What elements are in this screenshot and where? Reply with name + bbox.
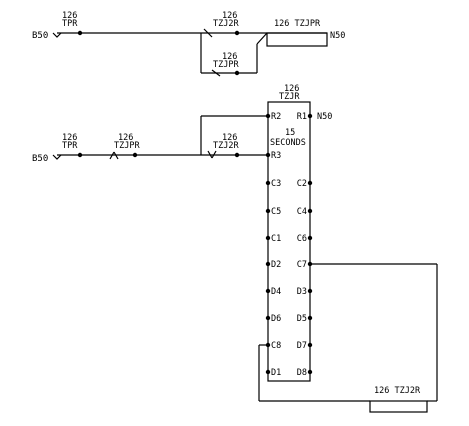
terminal-label-c3: C3 [271,179,281,189]
bus-arrow-icon [52,32,62,38]
branch-wire [256,32,268,45]
rung1-coil-box [266,32,328,47]
rung2-contact-a: 126 TPR [62,133,78,151]
relay-return-label: N50 [317,112,332,122]
contact-slash [109,151,115,160]
relay-name-bottom: TZJR [279,92,300,102]
terminal-dot [265,235,271,241]
terminal-label-r3: R3 [271,151,281,161]
contact-label-bottom: TZJ2R [213,19,239,29]
terminal-label-d6: D6 [271,314,281,324]
coil2-box [369,400,428,413]
terminal-dot [307,180,313,186]
terminal-dot [307,315,313,321]
contact-slash [207,150,213,159]
contact-label-top: 126 [62,133,77,143]
bus-arrow-icon [52,154,62,160]
contact-label-bottom: TZJPR [114,141,140,151]
rung1-contact-c: 126 TZJPR [211,52,239,77]
rung1-bus-label: B50 [32,31,48,41]
terminal-label-d3: D3 [297,287,307,297]
terminal-label-d5: D5 [297,314,307,324]
contact-label-bottom: TPR [62,141,78,151]
terminal-dot [77,30,83,36]
contact-label-bottom: TZJPR [213,60,239,70]
contact-slash [113,151,119,160]
terminal-dot [234,70,240,76]
rung2-contact-c: 126 TZJ2R [207,133,239,159]
terminal-label-c1: C1 [271,234,281,244]
contact-label-top: 126 [222,52,237,62]
terminal-label-r1: R1 [297,112,307,122]
terminal-dot [307,208,313,214]
terminal-dot [234,152,240,158]
terminal-label-d2: D2 [271,260,281,270]
terminal-label-d7: D7 [297,341,307,351]
rung2-bus-label: B50 [32,154,48,164]
rung1-coil-label: 126 TZJPR [274,19,321,29]
terminal-dot [77,152,83,158]
terminal-dot [307,369,313,375]
terminal-label-c7: C7 [297,260,307,270]
contact-label-top: 126 [62,11,77,21]
terminal-dot [307,288,313,294]
terminal-dot [307,342,313,348]
contact-label-top: 126 [118,133,133,143]
rung-2: B50 126 TPR 126 TZJPR 126 TZJ2R [32,115,268,164]
terminal-label-d1: D1 [271,368,281,378]
contact-slash [203,28,213,38]
terminal-dot [265,208,271,214]
terminal-label-c6: C6 [297,234,307,244]
terminal-dot [265,369,271,375]
terminal-dot [265,315,271,321]
terminal-label-d4: D4 [271,287,281,297]
coil2-label: 126 TZJ2R [374,386,421,396]
timer-value: 15 [285,128,295,138]
terminal-dot [265,288,271,294]
relay-name-top: 126 [284,84,299,94]
terminal-dot [265,261,271,267]
rung1-return-label: N50 [330,31,345,41]
terminal-label-c8: C8 [271,341,281,351]
contact-label-top: 126 [222,11,237,21]
terminal-label-c5: C5 [271,207,281,217]
relay-tzjr: 126 TZJR 15 SECONDS N50 R2R3C3C5C1D2D4D6… [258,84,438,413]
timer-unit: SECONDS [270,138,306,148]
contact-label-top: 126 [222,133,237,143]
contact-label-bottom: TPR [62,19,78,29]
contact-label-bottom: TZJ2R [213,141,239,151]
terminal-label-c4: C4 [297,207,307,217]
contact-slash [211,150,217,159]
terminal-dot [265,113,271,119]
rung1-contact-a: 126 TPR [62,11,78,29]
rung-1: B50 126 TPR 126 TZJ2R 126 TZJPR 126 TZJP… [32,11,345,77]
rung2-contact-b: 126 TZJPR [109,133,140,160]
terminal-label-r2: R2 [271,112,281,122]
terminal-dot [234,30,240,36]
terminal-dot [132,152,138,158]
rung1-contact-b: 126 TZJ2R [203,11,239,38]
terminal-dot [265,180,271,186]
contact-slash [211,69,221,77]
terminal-label-c2: C2 [297,179,307,189]
terminal-dot [307,113,313,119]
terminal-dot [265,152,271,158]
terminal-dot [307,235,313,241]
relay-body [267,101,311,382]
terminal-label-d8: D8 [297,368,307,378]
